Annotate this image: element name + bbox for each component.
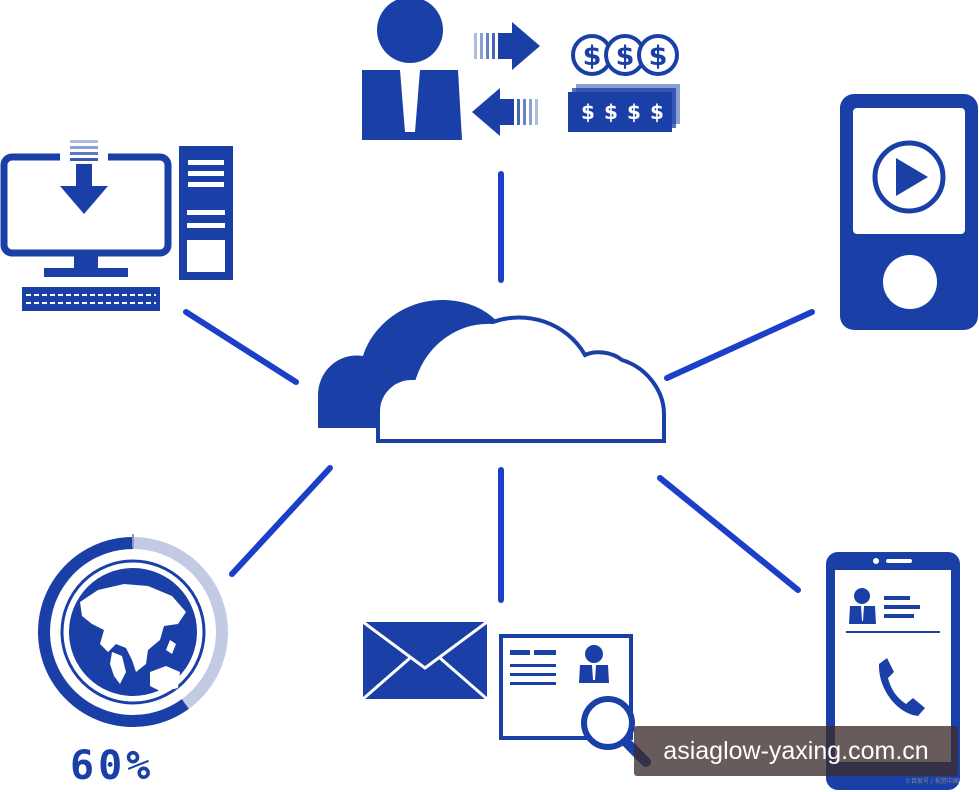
coins-icon: $ $ $ <box>571 34 679 76</box>
connector-lines <box>183 171 815 603</box>
monitor-stand <box>44 268 128 277</box>
banknote-symbol: $ <box>581 100 595 124</box>
computer-tower-icon <box>179 146 233 280</box>
user-head <box>377 0 443 63</box>
cloud-icon <box>318 300 666 443</box>
phone-call-icon <box>878 658 925 716</box>
contact-avatar-icon <box>585 645 603 663</box>
keyboard-icon <box>22 287 160 311</box>
globe-progress-icon <box>38 534 228 727</box>
arrow-right-icon <box>474 22 540 70</box>
watermark-banner: asiaglow-yaxing.com.cn <box>634 726 958 776</box>
globe-progress-arc <box>38 537 189 727</box>
desktop-download-icon <box>0 136 233 311</box>
user-collar <box>400 70 420 132</box>
banknote-symbol: $ <box>604 100 618 124</box>
arrow-left-icon <box>472 88 538 136</box>
user-money-exchange-icon: $ $ $ $ $ $ $ <box>362 0 680 140</box>
banknotes-icon: $ $ $ $ <box>568 84 680 132</box>
continents <box>80 584 186 692</box>
watermark-credit: ©百家号 / 视觉中国 <box>905 778 959 785</box>
envelope-icon <box>362 620 488 701</box>
media-player-icon <box>840 94 978 330</box>
coin-symbol: $ <box>649 41 668 72</box>
caller-avatar-icon <box>854 588 870 604</box>
download-arrow-icon <box>60 140 108 214</box>
banknote-symbol: $ <box>650 100 664 124</box>
connector-desktop <box>183 309 299 385</box>
coin-symbol: $ <box>616 41 635 72</box>
connector-media <box>664 309 815 381</box>
connector-phone <box>657 475 801 593</box>
mail-contact-search-icon <box>362 620 651 767</box>
home-button-icon <box>883 255 937 309</box>
coin-symbol: $ <box>583 41 602 72</box>
connector-globe <box>229 465 333 577</box>
globe-progress-label: 60% <box>70 743 155 789</box>
banknote-symbol: $ <box>627 100 641 124</box>
monitor-neck <box>74 256 98 270</box>
